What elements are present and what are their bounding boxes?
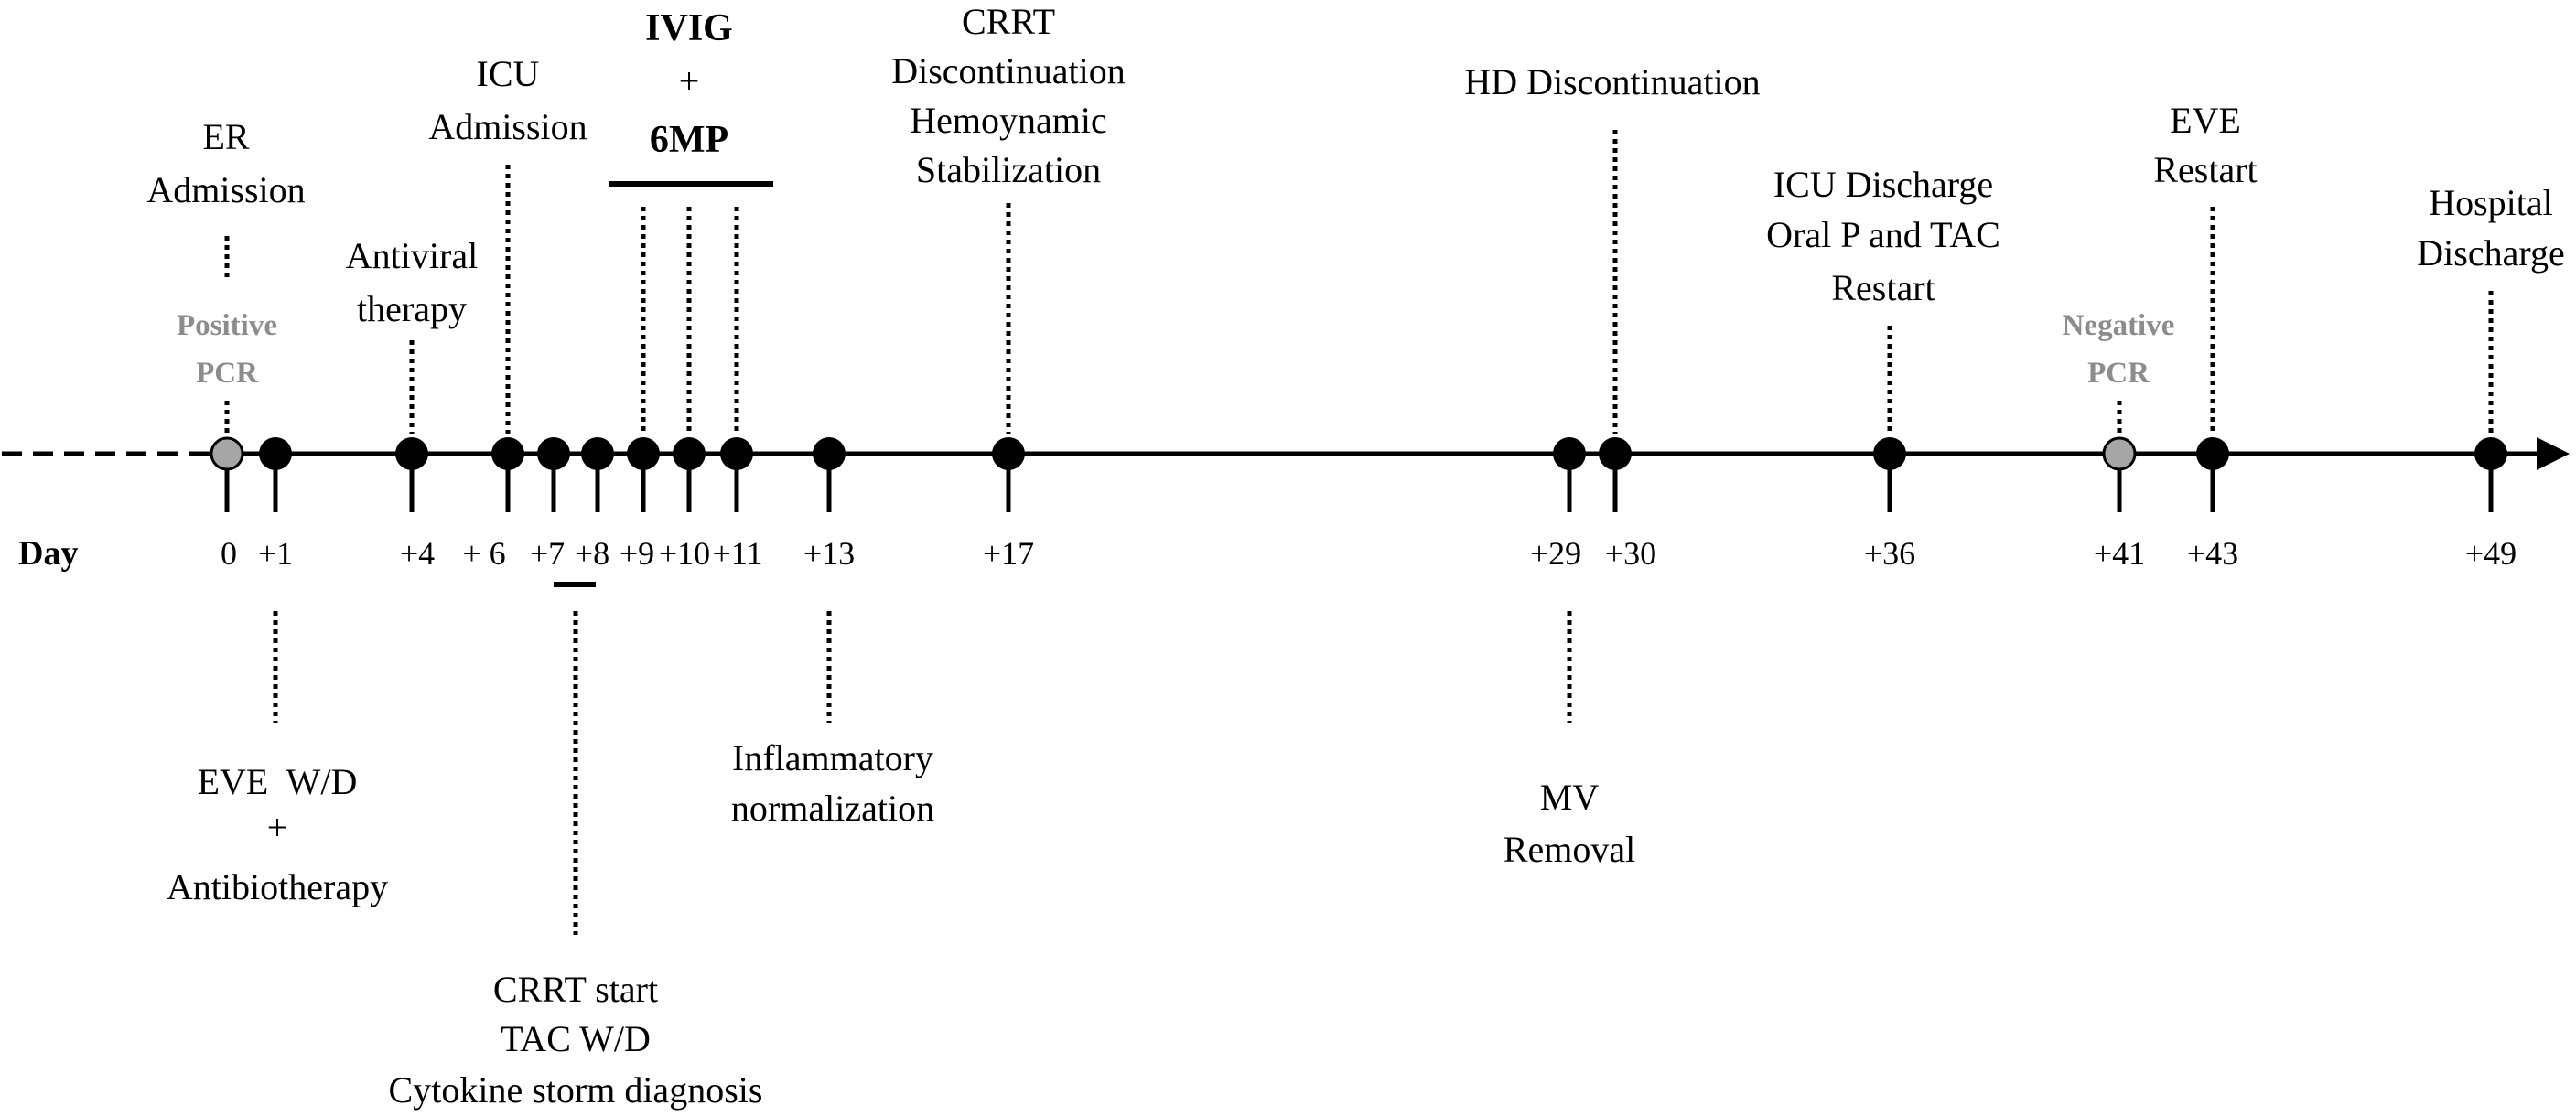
event-label-line: Antiviral [346, 235, 478, 276]
event-label-line: Cytokine storm diagnosis [389, 1069, 763, 1111]
day-label-d0: 0 [221, 535, 237, 572]
day-label-d11: +11 [713, 535, 763, 572]
day-label-d13: +13 [803, 535, 855, 572]
day-marker-d36 [1873, 437, 1906, 470]
event-label-line: TAC W/D [501, 1018, 651, 1059]
event-hospital-discharge: Hospital Discharge [2417, 182, 2565, 434]
day-label-d29: +29 [1530, 535, 1581, 572]
day-label-d9: +9 [620, 535, 654, 572]
pcr-marker-d0 [210, 436, 244, 471]
event-label-line: EVE [2170, 100, 2241, 141]
event-hd-discontinuation: HD Discontinuation [1464, 61, 1761, 434]
event-er-admission: ER Admission [146, 116, 306, 282]
event-label-line: ICU Discharge [1773, 164, 1993, 205]
pcr-label-line: PCR [2087, 357, 2150, 390]
event-label-line: CRRT start [493, 969, 658, 1010]
day-label-d43: +43 [2187, 535, 2238, 572]
day-marker-d9 [627, 437, 660, 470]
day-marker-d29 [1553, 437, 1586, 470]
event-negative-pcr: Negative PCR [2063, 309, 2175, 434]
day-label-d41: +41 [2094, 535, 2145, 572]
event-label-line: Admission [146, 169, 305, 210]
event-label-line: CRRT [962, 1, 1055, 42]
day-marker-d43 [2196, 437, 2229, 470]
day-label-d30: +30 [1605, 535, 1656, 572]
day-marker-d11 [720, 437, 753, 470]
day-marker-d7 [537, 437, 570, 470]
day-label-d49: +49 [2465, 535, 2517, 572]
event-label-line: Restart [1831, 267, 1935, 308]
event-label-line: normalization [731, 788, 934, 829]
event-label-line: Hospital [2429, 182, 2553, 223]
event-label-line: + [267, 807, 288, 848]
event-ivig-6mp: IVIG + 6MP [609, 7, 773, 434]
day-label-d7: +7 [530, 535, 565, 572]
event-eve-restart: EVE Restart [2153, 100, 2258, 434]
event-icu-admission: ICU Admission [428, 53, 587, 434]
pcr-label-line: Negative [2063, 309, 2175, 342]
event-label-line: therapy [357, 288, 467, 329]
event-label-line: Antibiotherapy [167, 866, 388, 907]
event-crrt-start: CRRT start TAC W/D Cytokine storm diagno… [389, 582, 763, 1111]
day-marker-d6 [491, 437, 524, 470]
day-label-d8: +8 [575, 535, 609, 572]
event-mv-removal: MV Removal [1504, 611, 1635, 870]
event-label-line: Admission [428, 106, 587, 147]
event-label-line: Discontinuation [891, 50, 1126, 91]
event-label-line: Hemoynamic [910, 100, 1107, 141]
day-labels: 0 +1 +4 + 6 +7 +8 +9+10+11 +13 +17 +29 +30 +36 +41 +4… [221, 535, 2517, 572]
event-label-line: Stabilization [916, 149, 1101, 190]
day-label-d1: +1 [258, 535, 293, 572]
timeline-arrowhead [2537, 437, 2570, 470]
day-markers [210, 436, 2507, 471]
day-marker-d49 [2474, 437, 2507, 470]
day-marker-d8 [581, 437, 614, 470]
pcr-marker-d41 [2102, 436, 2137, 471]
event-label-line: ER [202, 116, 249, 157]
event-inflammatory-normalization: Inflammatory normalization [731, 611, 934, 829]
event-label-line: HD Discontinuation [1464, 61, 1760, 102]
pcr-label-line: Positive [177, 309, 277, 342]
day-marker-d30 [1599, 437, 1632, 470]
day-label-d4: +4 [400, 535, 435, 572]
event-antiviral-therapy: Antiviral therapy [346, 235, 478, 434]
day-marker-d17 [992, 437, 1025, 470]
event-label-line: IVIG [645, 7, 733, 49]
event-positive-pcr: Positive PCR [177, 309, 277, 434]
day-marker-d4 [395, 437, 428, 470]
day-marker-d1 [259, 437, 292, 470]
day-label-d6: + 6 [462, 535, 505, 572]
event-label-line: Restart [2153, 149, 2257, 190]
event-label-line: 6MP [650, 119, 728, 161]
day-label-d17: +17 [983, 535, 1034, 572]
day-label-d36: +36 [1864, 535, 1915, 572]
day-marker-d13 [813, 437, 846, 470]
pcr-label-line: PCR [196, 357, 259, 390]
event-label-line: Inflammatory [732, 737, 933, 778]
day-marker-d10 [673, 437, 706, 470]
day-axis-label: Day [18, 534, 78, 573]
day-label-d10: +10 [659, 535, 710, 572]
event-icu-discharge: ICU Discharge Oral P and TAC Restart [1766, 164, 2000, 434]
event-label-line: ICU [477, 53, 540, 94]
event-label-line: Discharge [2417, 232, 2564, 274]
event-label-line: MV [1540, 777, 1600, 818]
event-label-line: Removal [1504, 829, 1635, 870]
event-eve-withdrawal: EVE W/D + Antibiotherapy [167, 611, 388, 907]
event-label-line: Oral P and TAC [1766, 214, 2000, 255]
event-crrt-discontinuation: CRRT Discontinuation Hemoynamic Stabiliz… [891, 1, 1126, 434]
event-label-line: EVE W/D [198, 761, 358, 802]
event-label-line: + [679, 60, 700, 102]
